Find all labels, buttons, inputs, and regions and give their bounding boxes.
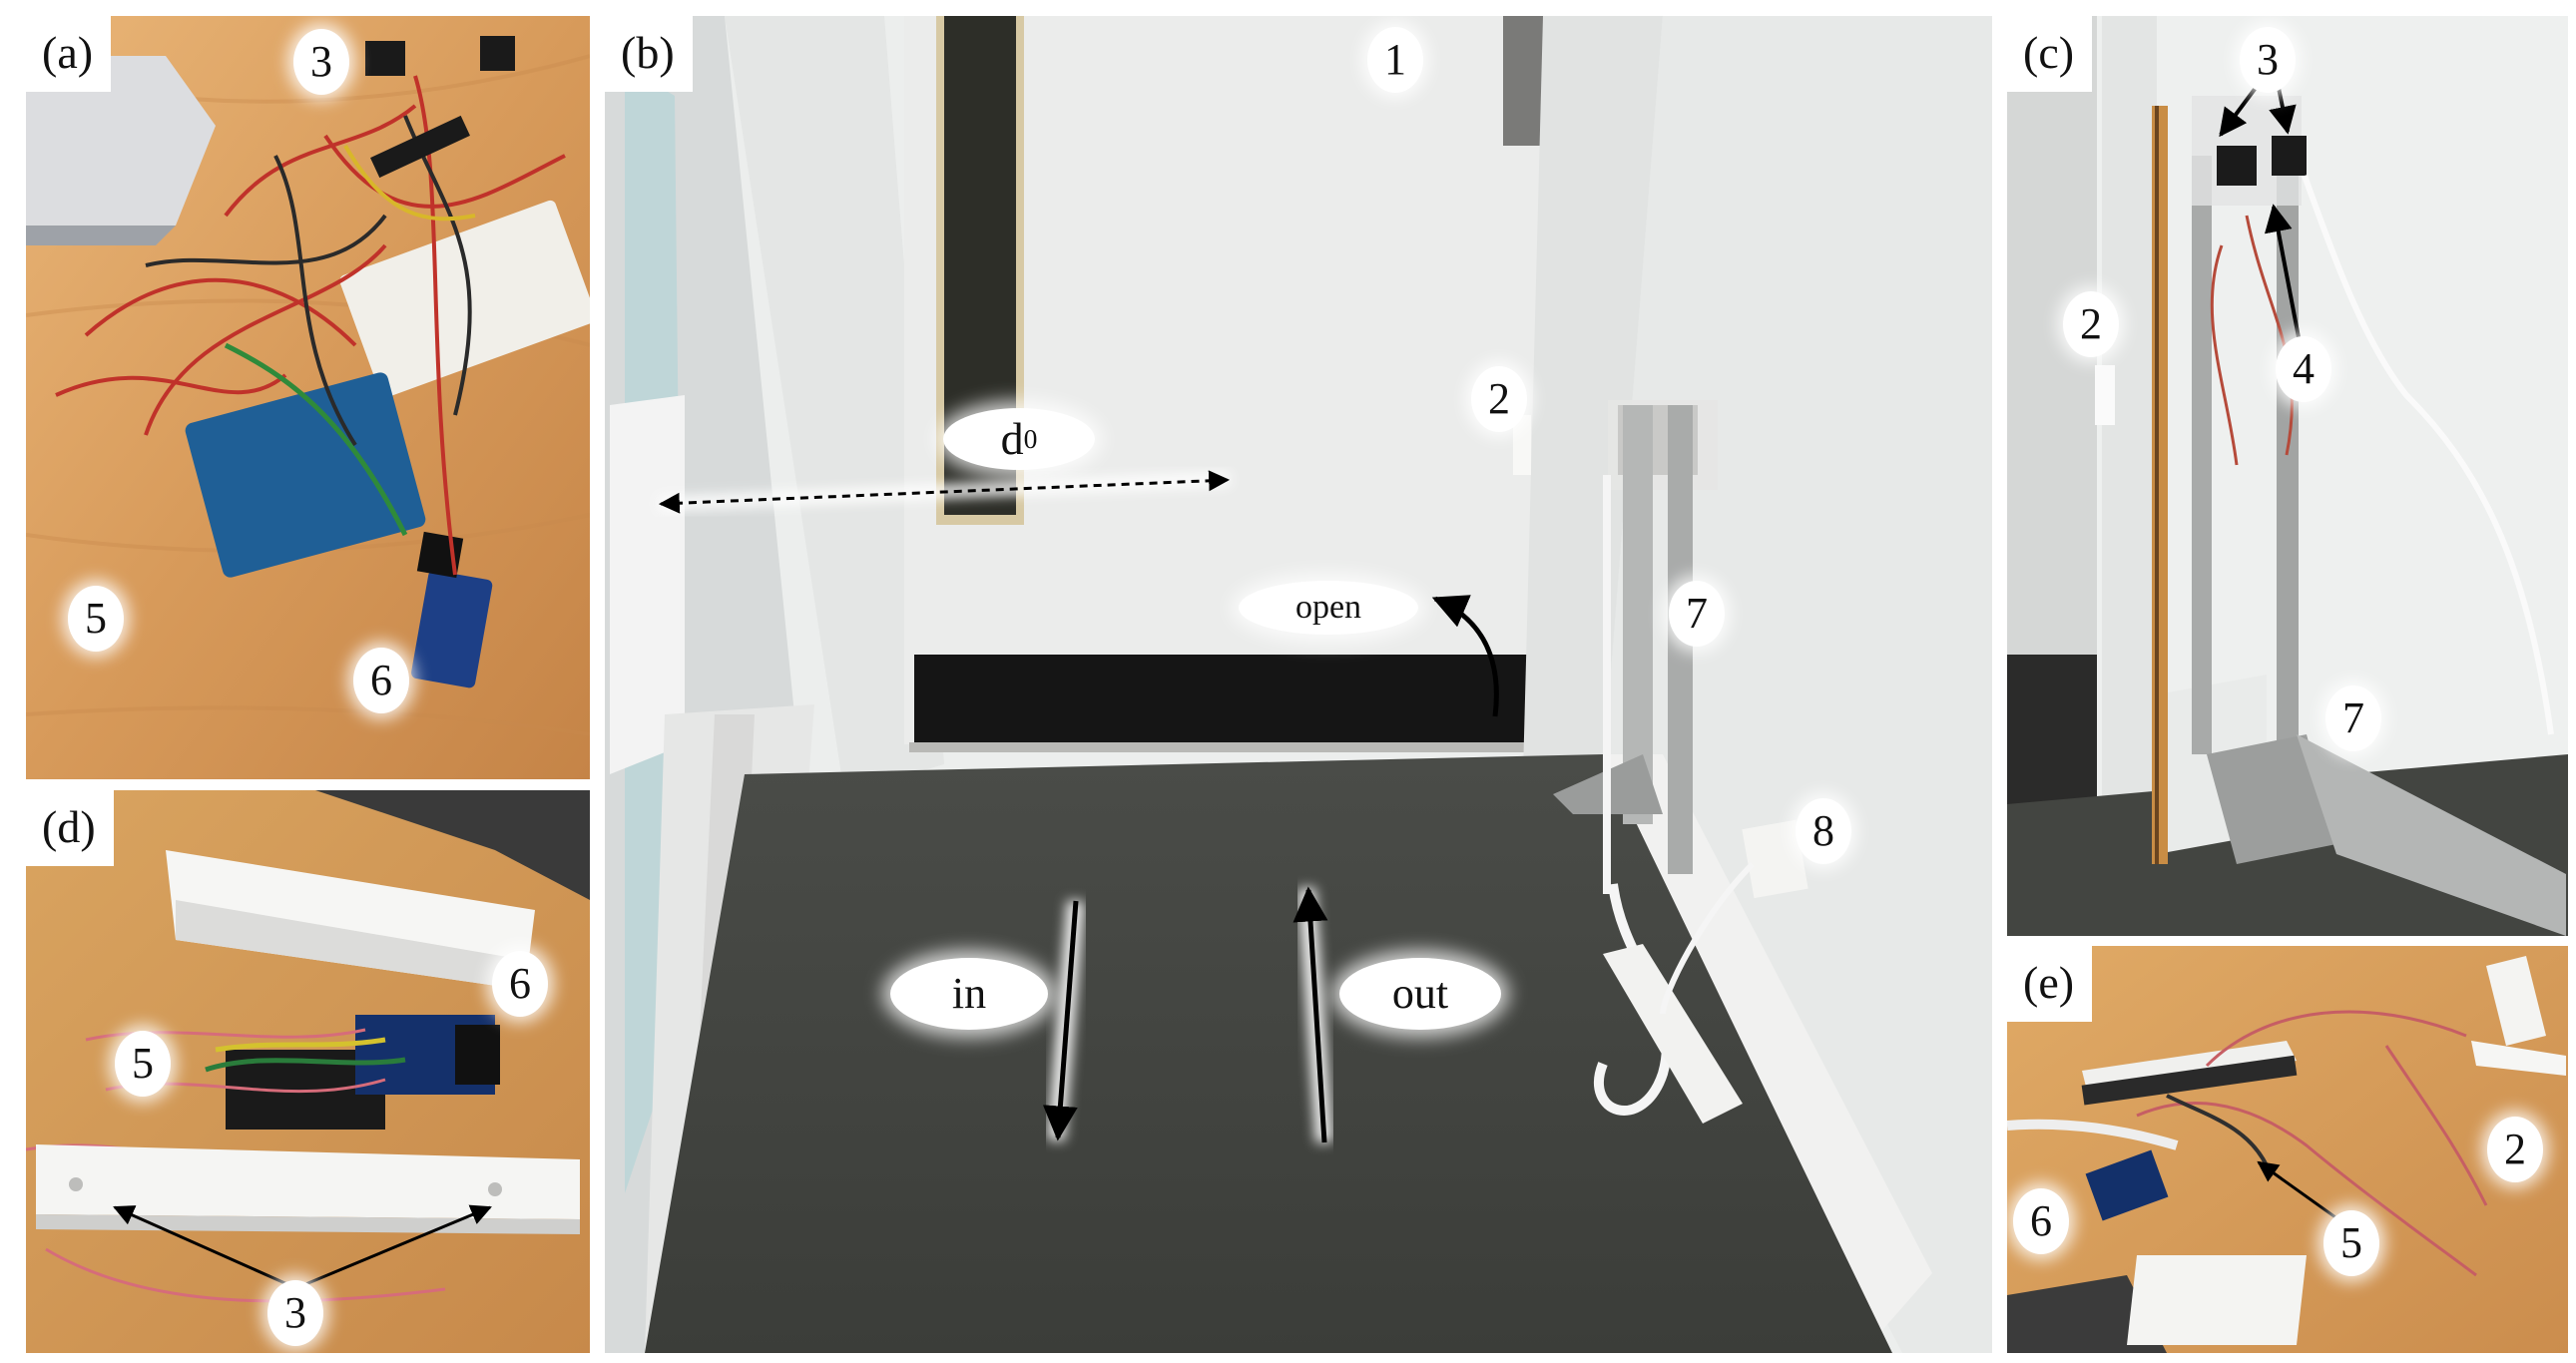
marker-a-6: 6 xyxy=(353,648,409,713)
panel-c-photo xyxy=(2007,16,2568,936)
marker-d-3: 3 xyxy=(267,1280,323,1346)
panel-b-label: (b) xyxy=(605,16,693,92)
marker-a-3: 3 xyxy=(293,29,349,95)
open-label: open xyxy=(1239,581,1418,635)
marker-a-5: 5 xyxy=(68,586,124,652)
marker-b-2: 2 xyxy=(1471,366,1527,432)
marker-e-6: 6 xyxy=(2013,1188,2069,1254)
marker-b-1: 1 xyxy=(1367,27,1423,93)
panel-d-label: (d) xyxy=(26,790,114,866)
out-label: out xyxy=(1339,958,1501,1030)
panel-c: (c) xyxy=(2007,16,2568,936)
marker-c-7: 7 xyxy=(2325,685,2381,751)
panel-e-label: (e) xyxy=(2007,946,2093,1022)
marker-b-7: 7 xyxy=(1669,581,1725,647)
d0-base: d xyxy=(1000,413,1024,464)
panel-a-photo xyxy=(26,16,590,779)
marker-c-3: 3 xyxy=(2240,27,2296,93)
marker-c-2: 2 xyxy=(2063,291,2119,357)
panel-a-label: (a) xyxy=(26,16,112,92)
marker-c-4: 4 xyxy=(2276,336,2331,402)
marker-e-2: 2 xyxy=(2487,1117,2543,1182)
panel-b-photo xyxy=(605,16,1992,1353)
panel-d-photo xyxy=(26,790,590,1353)
marker-d-6: 6 xyxy=(492,951,548,1017)
marker-e-5: 5 xyxy=(2323,1210,2379,1276)
marker-b-8: 8 xyxy=(1796,798,1851,864)
marker-d-5: 5 xyxy=(115,1031,171,1097)
panel-d: (d) xyxy=(26,790,590,1353)
panel-e-photo xyxy=(2007,946,2568,1353)
in-label: in xyxy=(890,958,1048,1030)
d0-subscript: 0 xyxy=(1023,423,1038,455)
panel-e: (e) xyxy=(2007,946,2568,1353)
panel-a: (a) xyxy=(26,16,590,779)
panel-c-label: (c) xyxy=(2007,16,2093,92)
